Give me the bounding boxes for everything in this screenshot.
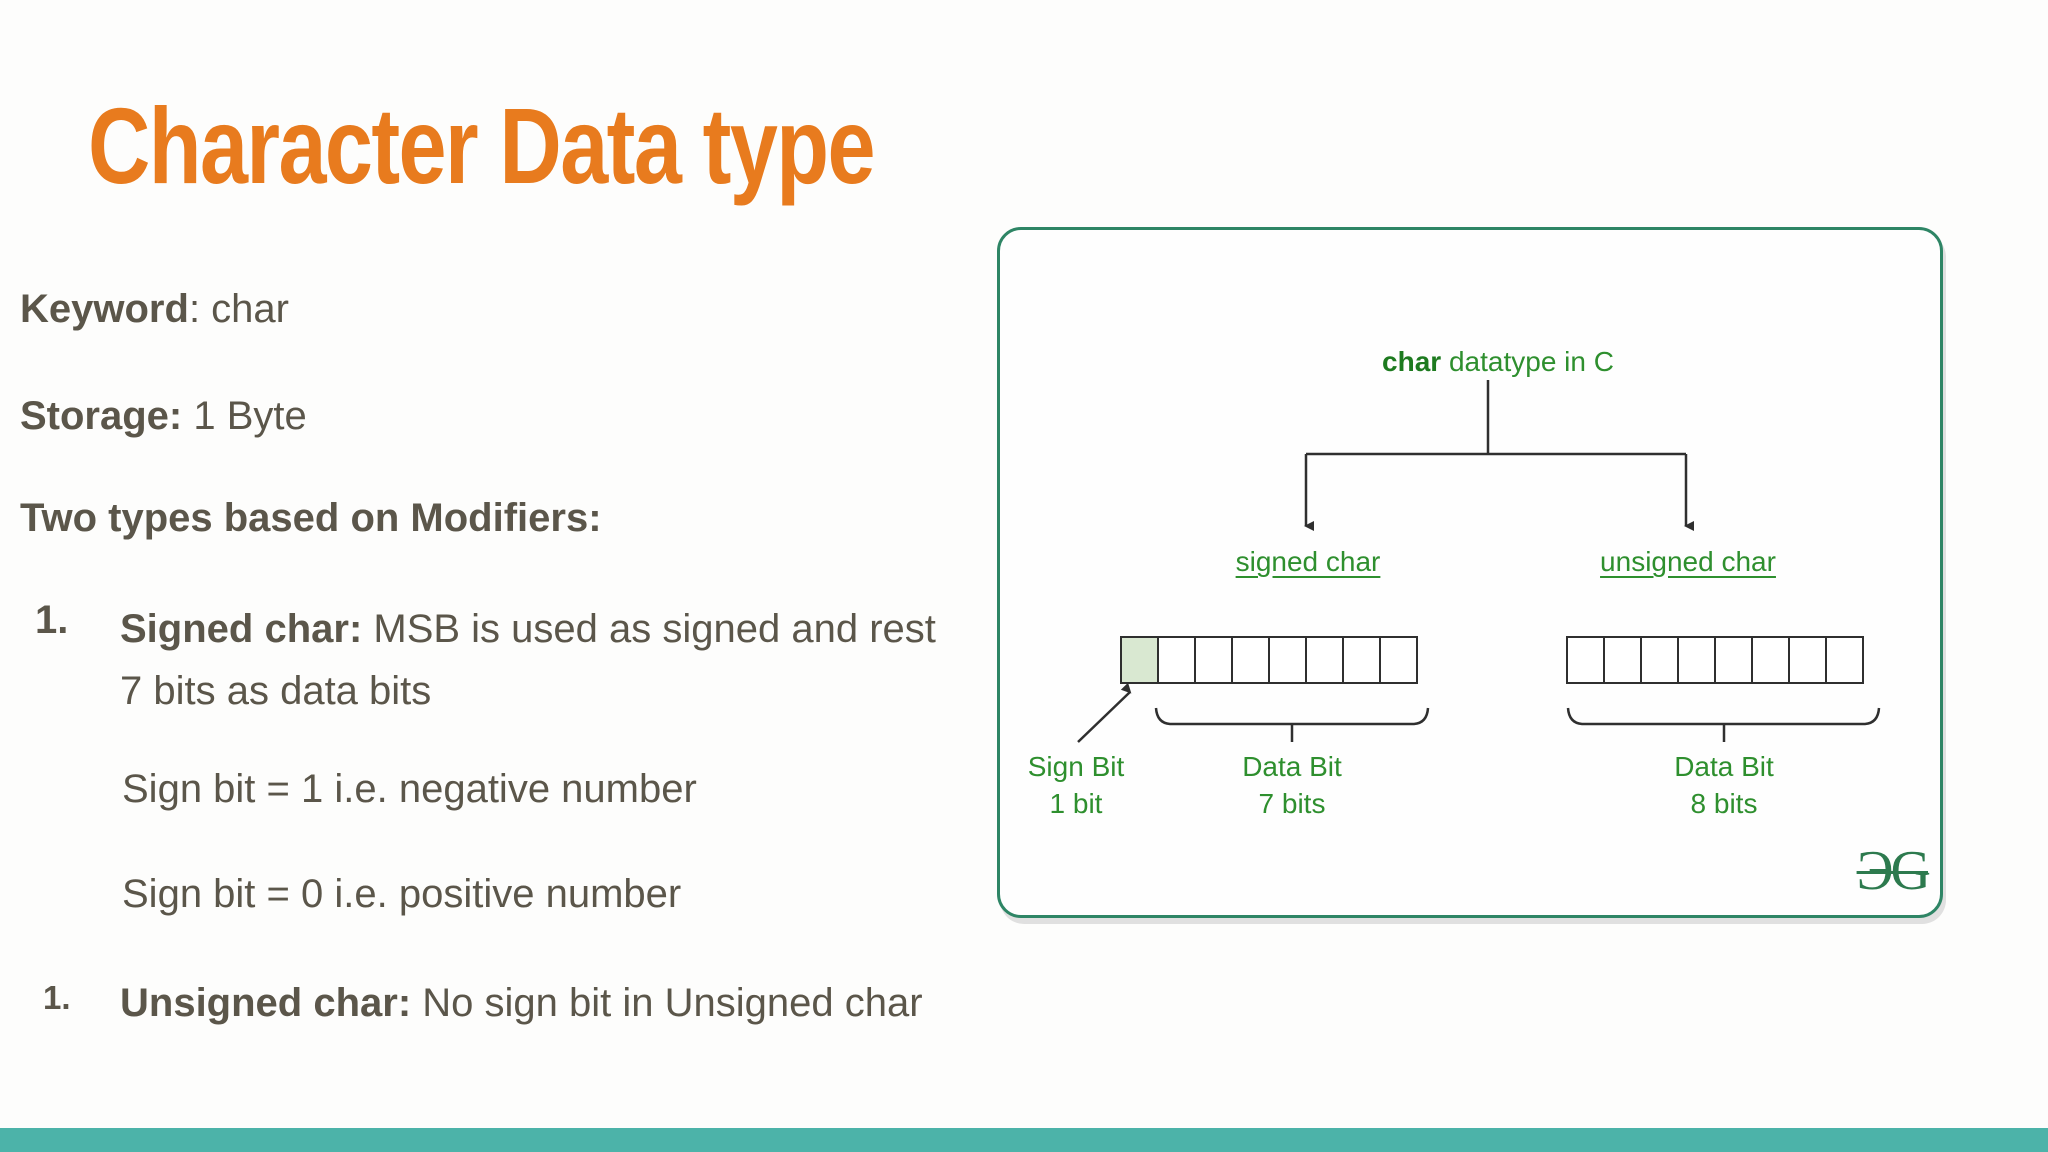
data-bit-7-line2: 7 bits: [1258, 788, 1326, 819]
storage-value: 1 Byte: [182, 394, 307, 438]
data-bit-cell: [1640, 636, 1679, 684]
keyword-label: Keyword: [20, 287, 189, 331]
signed-char-desc: MSB is used as signed and rest 7 bits as…: [120, 607, 936, 713]
data-bit-cell: [1714, 636, 1753, 684]
sign-bit-label-line2: 1 bit: [1049, 788, 1103, 819]
diagram-root-label: char datatype in C: [1348, 346, 1648, 378]
diagram-panel: char datatype in C signed char unsigned …: [997, 227, 1943, 918]
sign-bit-label: Sign Bit 1 bit: [1006, 748, 1146, 822]
unsigned-char-branch-label: unsigned char: [1600, 546, 1776, 577]
list-item-signed-char: Signed char: MSB is used as signed and r…: [120, 598, 950, 722]
data-bit-cell: [1603, 636, 1642, 684]
list-marker-1: 1.: [35, 598, 69, 642]
keyword-line: Keyword: char: [20, 283, 289, 335]
data-bit-cell: [1157, 636, 1196, 684]
data-bit-cell: [1194, 636, 1233, 684]
list-item-unsigned-char: Unsigned char: No sign bit in Unsigned c…: [120, 972, 950, 1034]
data-bit-7-line1: Data Bit: [1242, 751, 1342, 782]
storage-label: Storage:: [20, 394, 183, 438]
footer-accent-bar: [0, 1128, 2048, 1152]
unsigned-char-desc: No sign bit in Unsigned char: [411, 981, 923, 1025]
data-bit-cell: [1305, 636, 1344, 684]
data-bit-cell: [1379, 636, 1418, 684]
keyword-value: : char: [188, 287, 289, 331]
data-bit-8-label: Data Bit 8 bits: [1644, 748, 1804, 822]
data-bit-cell: [1788, 636, 1827, 684]
data-bit-cell: [1751, 636, 1790, 684]
char-keyword: char: [1382, 346, 1442, 377]
data-bit-7-label: Data Bit 7 bits: [1212, 748, 1372, 822]
data-bit-cell: [1268, 636, 1307, 684]
data-bit-cell: [1566, 636, 1605, 684]
unsigned-char-bit-row: [1566, 636, 1864, 684]
note-positive: Sign bit = 0 i.e. positive number: [122, 872, 682, 916]
note-negative: Sign bit = 1 i.e. negative number: [122, 767, 697, 811]
modifiers-heading: Two types based on Modifiers:: [20, 496, 602, 540]
page-title: Character Data type: [88, 85, 876, 206]
storage-line: Storage: 1 Byte: [20, 390, 307, 442]
unsigned-char-term: Unsigned char:: [120, 981, 412, 1025]
list-marker-2: 1.: [43, 979, 71, 1016]
sign-bit-cell: [1120, 636, 1159, 684]
signed-char-branch-label: signed char: [1235, 546, 1381, 577]
sign-bit-label-line1: Sign Bit: [1027, 751, 1125, 782]
signed-char-bit-row: [1120, 636, 1418, 684]
data-bit-cell: [1231, 636, 1270, 684]
signed-char-term: Signed char:: [120, 607, 363, 651]
data-bit-8-line1: Data Bit: [1674, 751, 1774, 782]
data-bit-cell: [1342, 636, 1381, 684]
data-bit-8-line2: 8 bits: [1690, 788, 1758, 819]
geeksforgeeks-logo: ЭG: [1856, 840, 1931, 902]
root-label-rest: datatype in C: [1441, 346, 1614, 377]
data-bit-cell: [1825, 636, 1864, 684]
data-bit-cell: [1677, 636, 1716, 684]
diagram-lines: [1077, 380, 1881, 743]
